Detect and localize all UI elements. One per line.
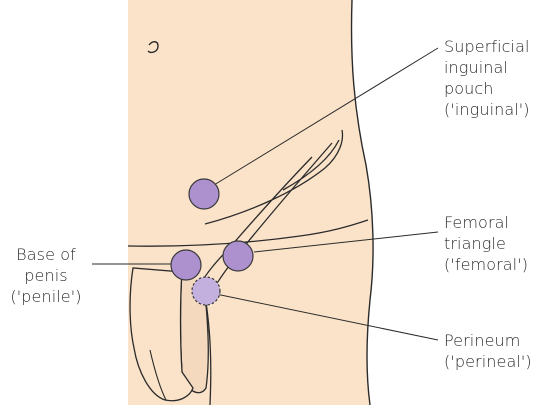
label-perineal: Perineum ('perineal'): [444, 330, 532, 372]
label-perineal-line-1: Perineum: [444, 330, 532, 351]
label-inguinal-line-1: Superficial: [444, 36, 530, 57]
marker-femoral[interactable]: [223, 241, 253, 271]
label-penile-line-2: penis: [4, 265, 88, 286]
marker-perineal[interactable]: [192, 277, 220, 305]
label-femoral-line-1: Femoral: [444, 212, 528, 233]
label-penile-line-3: ('penile'): [4, 286, 88, 307]
label-penile: Base of penis ('penile'): [4, 244, 88, 307]
marker-inguinal[interactable]: [189, 179, 219, 209]
label-inguinal-line-4: ('inguinal'): [444, 99, 530, 120]
label-penile-line-1: Base of: [4, 244, 88, 265]
label-inguinal-line-2: inguinal: [444, 57, 530, 78]
label-femoral: Femoral triangle ('femoral'): [444, 212, 528, 275]
label-inguinal-line-3: pouch: [444, 78, 530, 99]
label-femoral-line-2: triangle: [444, 233, 528, 254]
label-perineal-line-2: ('perineal'): [444, 351, 532, 372]
label-inguinal: Superficial inguinal pouch ('inguinal'): [444, 36, 530, 120]
marker-penile[interactable]: [171, 250, 201, 280]
label-femoral-line-3: ('femoral'): [444, 254, 528, 275]
